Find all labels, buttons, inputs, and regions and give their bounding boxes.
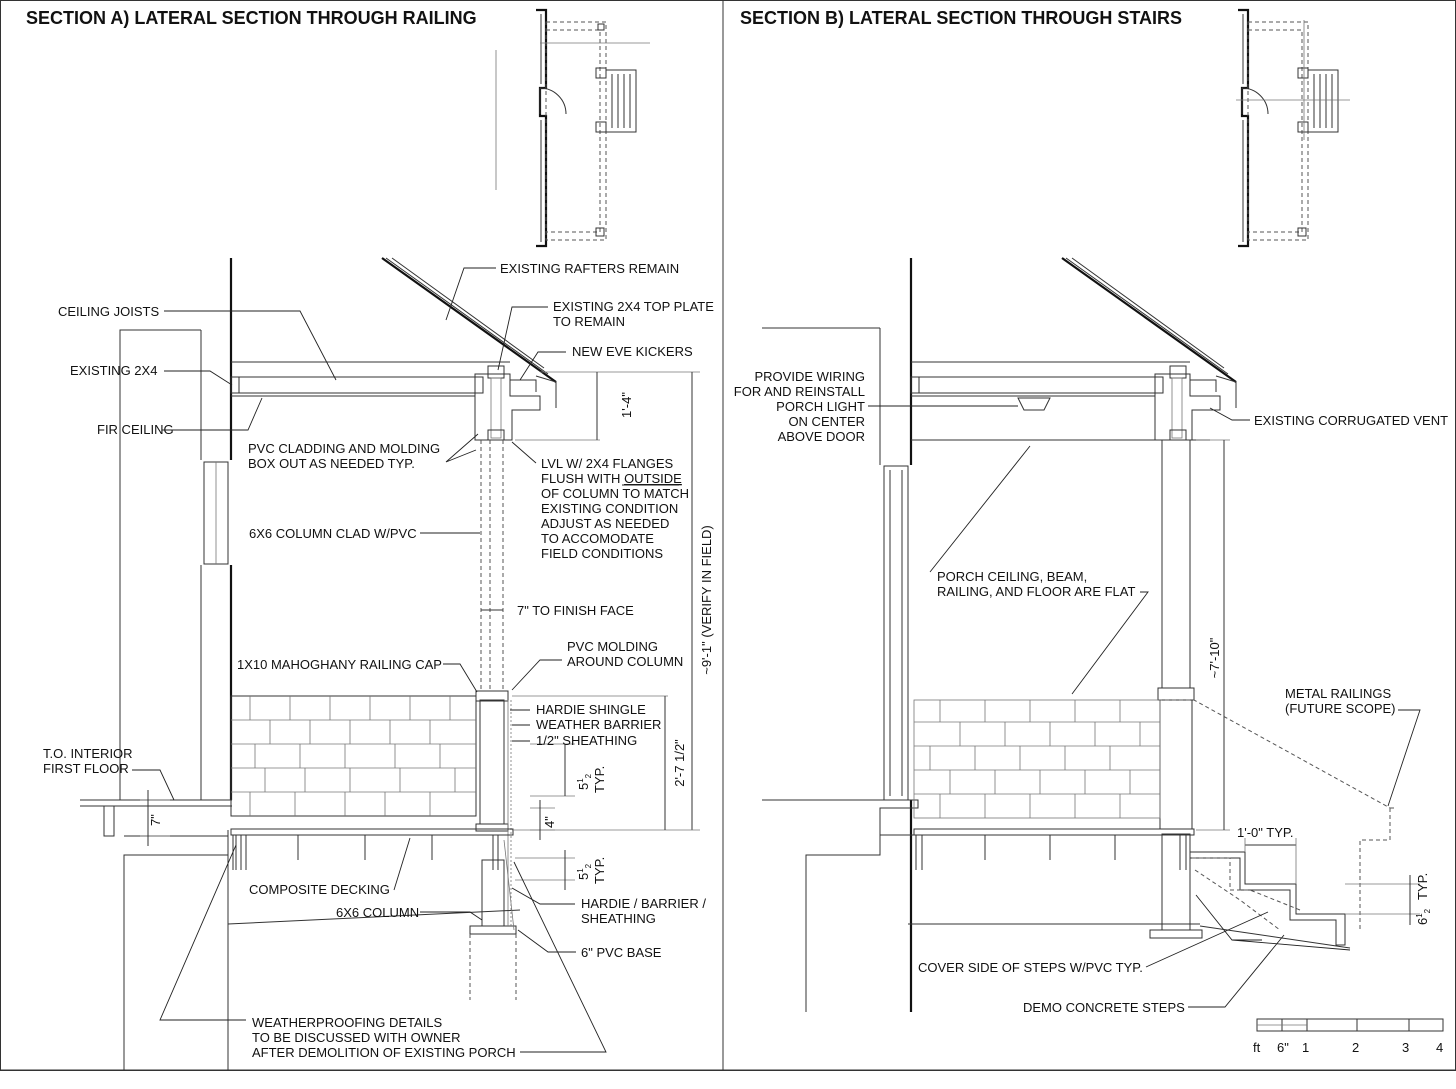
stairs: [1190, 851, 1346, 946]
porch-light-icon: [1017, 397, 1051, 411]
note-porch-flat: PORCH CEILING, BEAM,: [937, 569, 1087, 584]
dims-b: ~7'-10" 1'-0" TYP. 612 TYP.: [1196, 439, 1432, 925]
note-lvl-6: TO ACCOMODATE: [541, 531, 654, 546]
ceiling-joist: [230, 376, 484, 394]
note-weatherproofing-3: AFTER DEMOLITION OF EXISTING PORCH: [252, 1045, 516, 1060]
note-column-6x6: 6X6 COLUMN: [336, 905, 419, 920]
shingle-panel-a: [230, 695, 477, 817]
composite-decking: [230, 828, 514, 836]
section-b-key-plan: [1236, 8, 1350, 248]
note-wiring-3: PORCH LIGHT: [776, 399, 865, 414]
note-weather-barrier: WEATHER BARRIER: [536, 717, 661, 732]
note-pvc-base: 6" PVC BASE: [581, 945, 662, 960]
scale-label-4: 4: [1436, 1040, 1443, 1055]
note-existing-2x4: EXISTING 2X4: [70, 363, 157, 378]
note-lvl-2: FLUSH WITH OUTSIDE: [541, 471, 682, 486]
dims-a: 1'-4" ~9'-1" (VERIFY IN FIELD) 2'-7 1/2"…: [140, 371, 714, 890]
dim-typ-b: TYP.: [1415, 873, 1430, 900]
scale-label-ft: ft: [1253, 1040, 1261, 1055]
note-interior-floor: T.O. INTERIOR: [43, 746, 133, 761]
note-ceiling-joists: CEILING JOISTS: [58, 304, 159, 319]
note-top-plate-2: TO REMAIN: [553, 314, 625, 329]
note-lvl-3: OF COLUMN TO MATCH: [541, 486, 689, 501]
dim-1-4: 1'-4": [619, 392, 634, 418]
scale-label-1: 1: [1302, 1040, 1309, 1055]
note-pvc-molding-2: AROUND COLUMN: [567, 654, 683, 669]
note-corrugated-vent: EXISTING CORRUGATED VENT: [1254, 413, 1448, 428]
note-wiring-4: ON CENTER: [788, 414, 865, 429]
note-metal-railings: METAL RAILINGS: [1285, 686, 1392, 701]
note-weatherproofing-2: TO BE DISCUSSED WITH OWNER: [252, 1030, 461, 1045]
note-lvl-4: EXISTING CONDITION: [541, 501, 678, 516]
note-top-plate: EXISTING 2X4 TOP PLATE: [553, 299, 714, 314]
dim-typ-a1: TYP.: [592, 766, 607, 793]
note-hardie-barrier: HARDIE / BARRIER /: [581, 896, 706, 911]
note-hardie-shingle: HARDIE SHINGLE: [536, 702, 646, 717]
section-b: SECTION B) LATERAL SECTION THROUGH STAIR…: [734, 8, 1448, 1055]
note-composite-decking: COMPOSITE DECKING: [249, 882, 390, 897]
notes-b: PROVIDE WIRING FOR AND REINSTALL PORCH L…: [734, 369, 1448, 1015]
note-column-clad: 6X6 COLUMN CLAD W/PVC: [249, 526, 417, 541]
section-a-title: SECTION A) LATERAL SECTION THROUGH RAILI…: [26, 8, 477, 28]
scale-label-3: 3: [1402, 1040, 1409, 1055]
dim-6-1-2: 612: [1415, 908, 1432, 925]
section-b-title: SECTION B) LATERAL SECTION THROUGH STAIR…: [740, 8, 1182, 28]
note-lvl: LVL W/ 2X4 FLANGES: [541, 456, 674, 471]
note-metal-railings-2: (FUTURE SCOPE): [1285, 701, 1396, 716]
note-fir-ceiling: FIR CEILING: [97, 422, 174, 437]
dim-5-1-2-b: 512: [576, 863, 593, 880]
shingle-panel-b: [913, 699, 1161, 819]
note-sheathing: 1/2" SHEATHING: [536, 733, 637, 748]
dim-2-7: 2'-7 1/2": [672, 739, 687, 787]
note-lvl-7: FIELD CONDITIONS: [541, 546, 663, 561]
note-eve-kickers: NEW EVE KICKERS: [572, 344, 693, 359]
dim-7: 7": [148, 814, 163, 826]
dim-4: 4": [542, 816, 557, 828]
note-porch-flat-2: RAILING, AND FLOOR ARE FLAT: [937, 584, 1135, 599]
note-wiring-5: ABOVE DOOR: [778, 429, 865, 444]
note-pvc-molding: PVC MOLDING: [567, 639, 658, 654]
note-hardie-barrier-2: SHEATHING: [581, 911, 656, 926]
dim-5-1-2-a: 512: [576, 773, 593, 790]
note-existing-rafters: EXISTING RAFTERS REMAIN: [500, 261, 679, 276]
note-wiring: PROVIDE WIRING: [754, 369, 865, 384]
note-interior-floor-2: FIRST FLOOR: [43, 761, 129, 776]
dim-7-10: ~7'-10": [1207, 637, 1222, 678]
scale-label-6in: 6": [1277, 1040, 1289, 1055]
dim-9-1: ~9'-1" (VERIFY IN FIELD): [699, 525, 714, 675]
dim-1-0: 1'-0" TYP.: [1237, 825, 1293, 840]
scale-label-2: 2: [1352, 1040, 1359, 1055]
note-cover-steps: COVER SIDE OF STEPS W/PVC TYP.: [918, 960, 1143, 975]
notes-a: EXISTING RAFTERS REMAIN CEILING JOISTS E…: [43, 261, 714, 1060]
note-finish-face: 7" TO FINISH FACE: [517, 603, 634, 618]
note-railing-cap: 1X10 MAHOGHANY RAILING CAP: [237, 657, 442, 672]
note-pvc-cladding: PVC CLADDING AND MOLDING: [248, 441, 440, 456]
section-a: SECTION A) LATERAL SECTION THROUGH RAILI…: [26, 8, 714, 1070]
note-pvc-cladding-2: BOX OUT AS NEEDED TYP.: [248, 456, 415, 471]
dim-typ-a2: TYP.: [592, 857, 607, 884]
note-lvl-5: ADJUST AS NEEDED: [541, 516, 669, 531]
scale-bar: ft 6" 1 2 3 4: [1253, 1018, 1444, 1055]
section-a-key-plan: [495, 8, 650, 248]
note-demo-steps: DEMO CONCRETE STEPS: [1023, 1000, 1185, 1015]
note-wiring-2: FOR AND REINSTALL: [734, 384, 865, 399]
note-weatherproofing: WEATHERPROOFING DETAILS: [252, 1015, 443, 1030]
